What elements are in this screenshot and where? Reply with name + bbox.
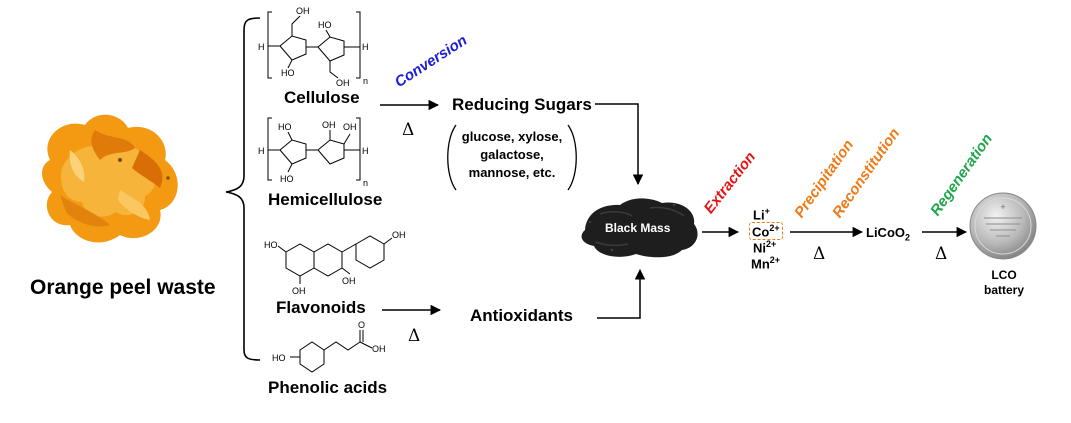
ion-co: Co2+ <box>749 222 783 241</box>
reconstitution-delta: Δ <box>813 244 826 264</box>
hemicellulose-h-right: H <box>362 146 369 156</box>
hemicellulose-oh-b: OH <box>343 122 357 132</box>
hemicellulose-ho-bottom: HO <box>280 174 294 184</box>
hemicellulose-oh-a: OH <box>322 120 336 130</box>
flavonoid-ho-left: HO <box>264 240 278 250</box>
hemicellulose-subscript-n: n <box>363 178 368 188</box>
battery-label-line-1: LCO <box>991 268 1017 282</box>
phenolic-o-label: O <box>358 320 365 330</box>
black-mass-label: Black Mass <box>605 221 671 235</box>
cellulose-oh-top: OH <box>296 6 310 16</box>
licoo2-label: LiCoO2 <box>866 225 911 243</box>
antioxidants-to-blackmass-arrow <box>597 268 646 319</box>
sugar-list-line-3: mannose, etc. <box>468 165 556 180</box>
sugar-list-line-2: galactose, <box>480 147 544 162</box>
sugar-list-left-paren <box>447 124 457 191</box>
ion-li: Li+ <box>753 206 770 223</box>
source-label: Orange peel waste <box>30 276 216 299</box>
phenolic-oh-label: OH <box>372 344 386 354</box>
sugar-list-line-1: glucose, xylose, <box>461 129 563 144</box>
phenolic-acids-label: Phenolic acids <box>268 378 388 397</box>
conversion-delta: Δ <box>402 120 415 140</box>
cellulose-ho-top: HO <box>318 20 332 30</box>
battery-label: LCO battery <box>982 268 1026 298</box>
flavonoid-oh-top: OH <box>392 230 406 240</box>
flavonoids-label: Flavonoids <box>276 298 366 317</box>
cellulose-h-label: H <box>258 42 265 52</box>
cellulose-subscript-n: n <box>363 76 368 86</box>
ion-ni: Ni2+ <box>753 239 777 256</box>
battery-label-line-2: battery <box>983 283 1024 297</box>
cellulose-label: Cellulose <box>284 88 360 107</box>
reducing-sugars-label: Reducing Sugars <box>452 95 592 114</box>
regeneration-delta: Δ <box>935 244 948 264</box>
phenolic-ho-label: HO <box>272 353 286 363</box>
cellulose-h-right: H <box>362 42 369 52</box>
cellulose-oh-bottom: OH <box>336 78 350 88</box>
sugars-to-blackmass-arrow <box>595 103 644 186</box>
sugar-list-right-paren <box>567 124 577 191</box>
hemicellulose-label: Hemicellulose <box>268 190 383 209</box>
hemicellulose-h-label: H <box>258 146 265 156</box>
component-brace <box>225 17 261 361</box>
flavonoid-oh-bottom: OH <box>292 286 306 296</box>
antioxidant-delta: Δ <box>408 326 421 346</box>
svg-text:+: + <box>1000 202 1005 212</box>
cellulose-ho-bottom: HO <box>281 68 295 78</box>
antioxidants-label: Antioxidants <box>470 306 573 325</box>
hemicellulose-ho-top: HO <box>278 122 292 132</box>
flavonoid-oh-right: OH <box>342 276 356 286</box>
ion-mn: Mn2+ <box>751 255 781 272</box>
sugar-list: glucose, xylose, galactose, mannose, etc… <box>458 128 566 182</box>
